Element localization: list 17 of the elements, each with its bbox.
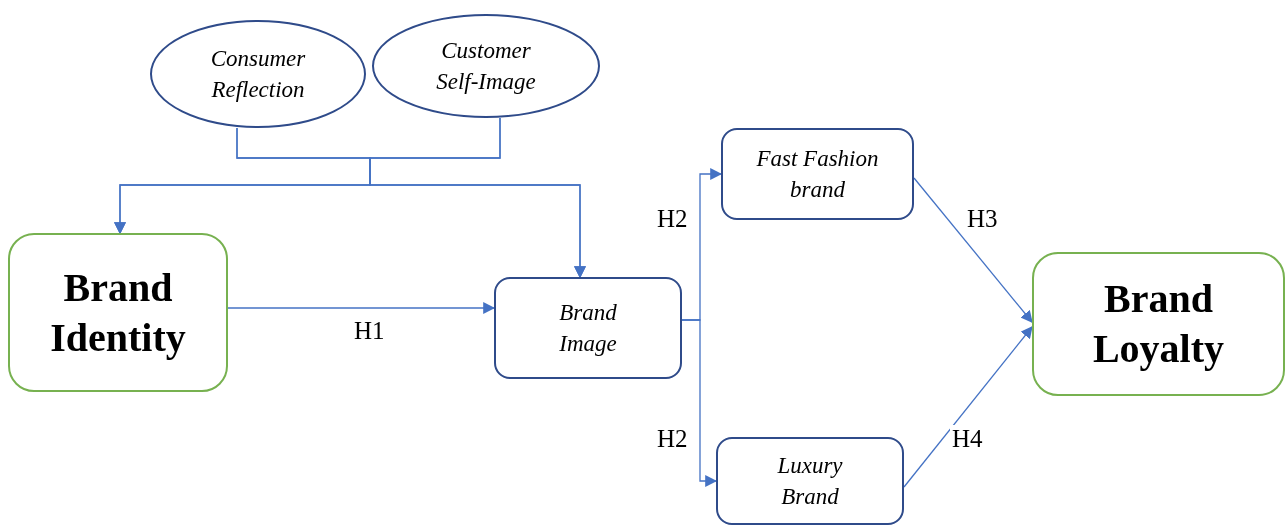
arrow (903, 326, 1033, 488)
arrow (681, 319, 718, 487)
node-label: Luxury Brand (776, 451, 844, 511)
arrow (369, 117, 586, 279)
node-label: Brand Image (558, 298, 618, 358)
node-label: Fast Fashion brand (755, 144, 880, 204)
node-label: Brand Identity (49, 263, 187, 362)
rounded-box (8, 233, 228, 392)
node-label: Customer Self-Image (435, 36, 537, 96)
node-label: Brand Loyalty (1091, 275, 1226, 373)
node-label: Consumer Reflection (209, 44, 307, 104)
rounded-box (721, 128, 914, 220)
rounded-box (1032, 252, 1285, 396)
arrow (227, 302, 496, 314)
rounded-box (494, 277, 682, 379)
arrow (913, 177, 1033, 323)
rounded-box (716, 437, 904, 525)
